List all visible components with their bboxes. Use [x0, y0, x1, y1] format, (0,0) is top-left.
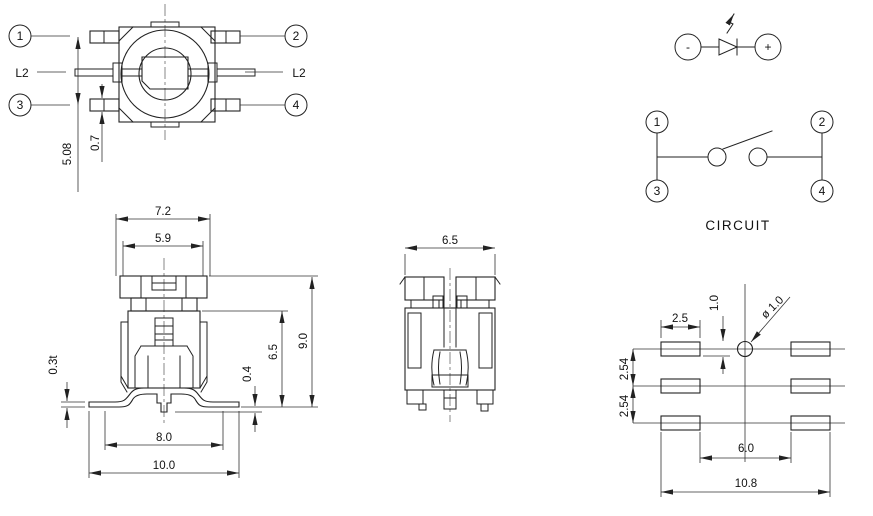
svg-text:9.0: 9.0: [298, 333, 310, 349]
pad-right-1: [790, 341, 831, 357]
pad-left-1: [660, 341, 701, 357]
svg-text:5.9: 5.9: [155, 233, 171, 245]
led-terminal-right: [187, 62, 256, 83]
svg-text:3: 3: [654, 184, 661, 198]
svg-text:0.3t: 0.3t: [48, 355, 60, 375]
dim-row-pitch-bottom: 2.54: [619, 386, 636, 423]
switch-body: [404, 299, 496, 391]
inner-ring: [138, 47, 192, 101]
dim-pad-height: 1.0: [703, 295, 730, 374]
svg-text:7.2: 7.2: [155, 206, 171, 218]
switch-body-outline: [118, 26, 216, 123]
svg-text:L2: L2: [292, 66, 306, 80]
locating-hole: [736, 340, 754, 358]
pad-right-2: [790, 378, 831, 394]
dim-row-pitch-top: 2.54: [619, 349, 636, 386]
dim-pad-width: 2.5: [660, 313, 701, 338]
dim-bracket-thickness: 0.3t: [48, 355, 70, 428]
mounting-bracket-left: [88, 387, 157, 408]
front-view: 7.2 5.9 9.0 6.5 0.4 0.3t 8.0: [48, 206, 318, 478]
svg-text:4: 4: [819, 184, 826, 198]
svg-text:8.0: 8.0: [156, 432, 172, 444]
top-tab: [150, 21, 180, 28]
switch-contact-left: [707, 147, 727, 167]
button-cap: [119, 275, 208, 299]
led-negative-label: -: [686, 40, 690, 54]
switch-lever: [722, 130, 773, 150]
svg-text:2.54: 2.54: [619, 357, 631, 380]
side-view: 6.5: [399, 235, 501, 422]
svg-text:L2: L2: [15, 66, 29, 80]
pin2-label: 2: [293, 29, 300, 43]
extension-lines: [61, 214, 318, 478]
outer-ring: [120, 29, 210, 119]
led-label-left: L2: [15, 66, 66, 80]
svg-text:6.5: 6.5: [442, 235, 458, 247]
dim-body-height: 6.5: [268, 311, 285, 407]
dim-hole-diameter: ø 1.0: [750, 294, 791, 343]
led-terminal-left: [74, 62, 143, 83]
actuator-plunger: [141, 56, 189, 90]
pin3-label: 3: [17, 98, 24, 112]
pad-left-2: [660, 378, 701, 394]
switch-branch: 1 2 3 4: [645, 110, 834, 203]
dim-pad-inner-span: 6.0: [699, 432, 792, 463]
led-branch: - +: [674, 13, 782, 61]
dim-standoff: 0.4: [242, 365, 258, 432]
svg-text:0.4: 0.4: [242, 365, 254, 382]
land-pattern: ø 1.0 2.5 1.0 2.54 2.54 6.0: [619, 284, 845, 497]
bottom-tab: [150, 121, 180, 128]
led-positive-label: +: [764, 40, 771, 54]
svg-text:6.0: 6.0: [738, 443, 754, 455]
switch-contact-right: [748, 147, 768, 167]
svg-text:10.8: 10.8: [735, 478, 757, 490]
led-light-arrow-icon: [725, 13, 735, 34]
top-view: 1 2 3 4 L2 L2 5.08: [8, 4, 308, 192]
svg-text:0.7: 0.7: [90, 135, 102, 151]
terminal-pin1: [89, 30, 120, 44]
svg-text:1.0: 1.0: [709, 295, 721, 311]
solder-pads: [660, 341, 831, 431]
corner-chamfers: [118, 26, 216, 123]
terminal-pin2: [210, 30, 241, 44]
circuit-diagram: - + 1 2 3 4 CIRCUIT: [645, 13, 834, 233]
svg-text:2.54: 2.54: [619, 394, 631, 417]
dim-cap-width: 7.2: [116, 206, 210, 222]
circuit-caption: CIRCUIT: [705, 218, 770, 233]
svg-text:5.08: 5.08: [62, 143, 74, 165]
dim-overall-width: 10.8: [660, 432, 831, 497]
pattern-centerlines: [633, 284, 845, 462]
dim-base-width: 8.0: [105, 432, 223, 448]
dim-total-height: 9.0: [298, 277, 315, 407]
circuit-wires: [656, 132, 823, 181]
pin1-label: 1: [17, 29, 24, 43]
center-post: [156, 393, 172, 413]
pin4-label: 4: [293, 98, 300, 112]
switch-body: [120, 310, 208, 393]
mounting-bracket-right: [171, 387, 240, 408]
dim-depth: 6.5: [404, 235, 496, 275]
balloon-pin1: 1: [8, 24, 70, 48]
svg-text:1: 1: [654, 115, 661, 129]
dim-actuator-width: 5.9: [123, 233, 203, 249]
bottom-terminals: [406, 389, 494, 412]
balloon-pin3: 3: [8, 93, 70, 117]
svg-text:6.5: 6.5: [268, 344, 280, 360]
pad-left-3: [660, 415, 701, 431]
led-symbol-icon: [718, 38, 739, 56]
dim-terminal-pitch: 5.08: [62, 37, 81, 192]
led-label-right: L2: [245, 66, 306, 80]
pad-right-3: [790, 415, 831, 431]
balloon-pin2: 2: [240, 24, 308, 48]
terminal-pin3: [89, 98, 120, 112]
balloon-pin4: 4: [240, 93, 308, 117]
svg-text:2.5: 2.5: [672, 313, 688, 325]
svg-text:2: 2: [819, 115, 826, 129]
dim-terminal-width: 0.7: [90, 84, 105, 162]
svg-text:10.0: 10.0: [153, 460, 175, 472]
dim-overall-width: 10.0: [89, 460, 239, 476]
